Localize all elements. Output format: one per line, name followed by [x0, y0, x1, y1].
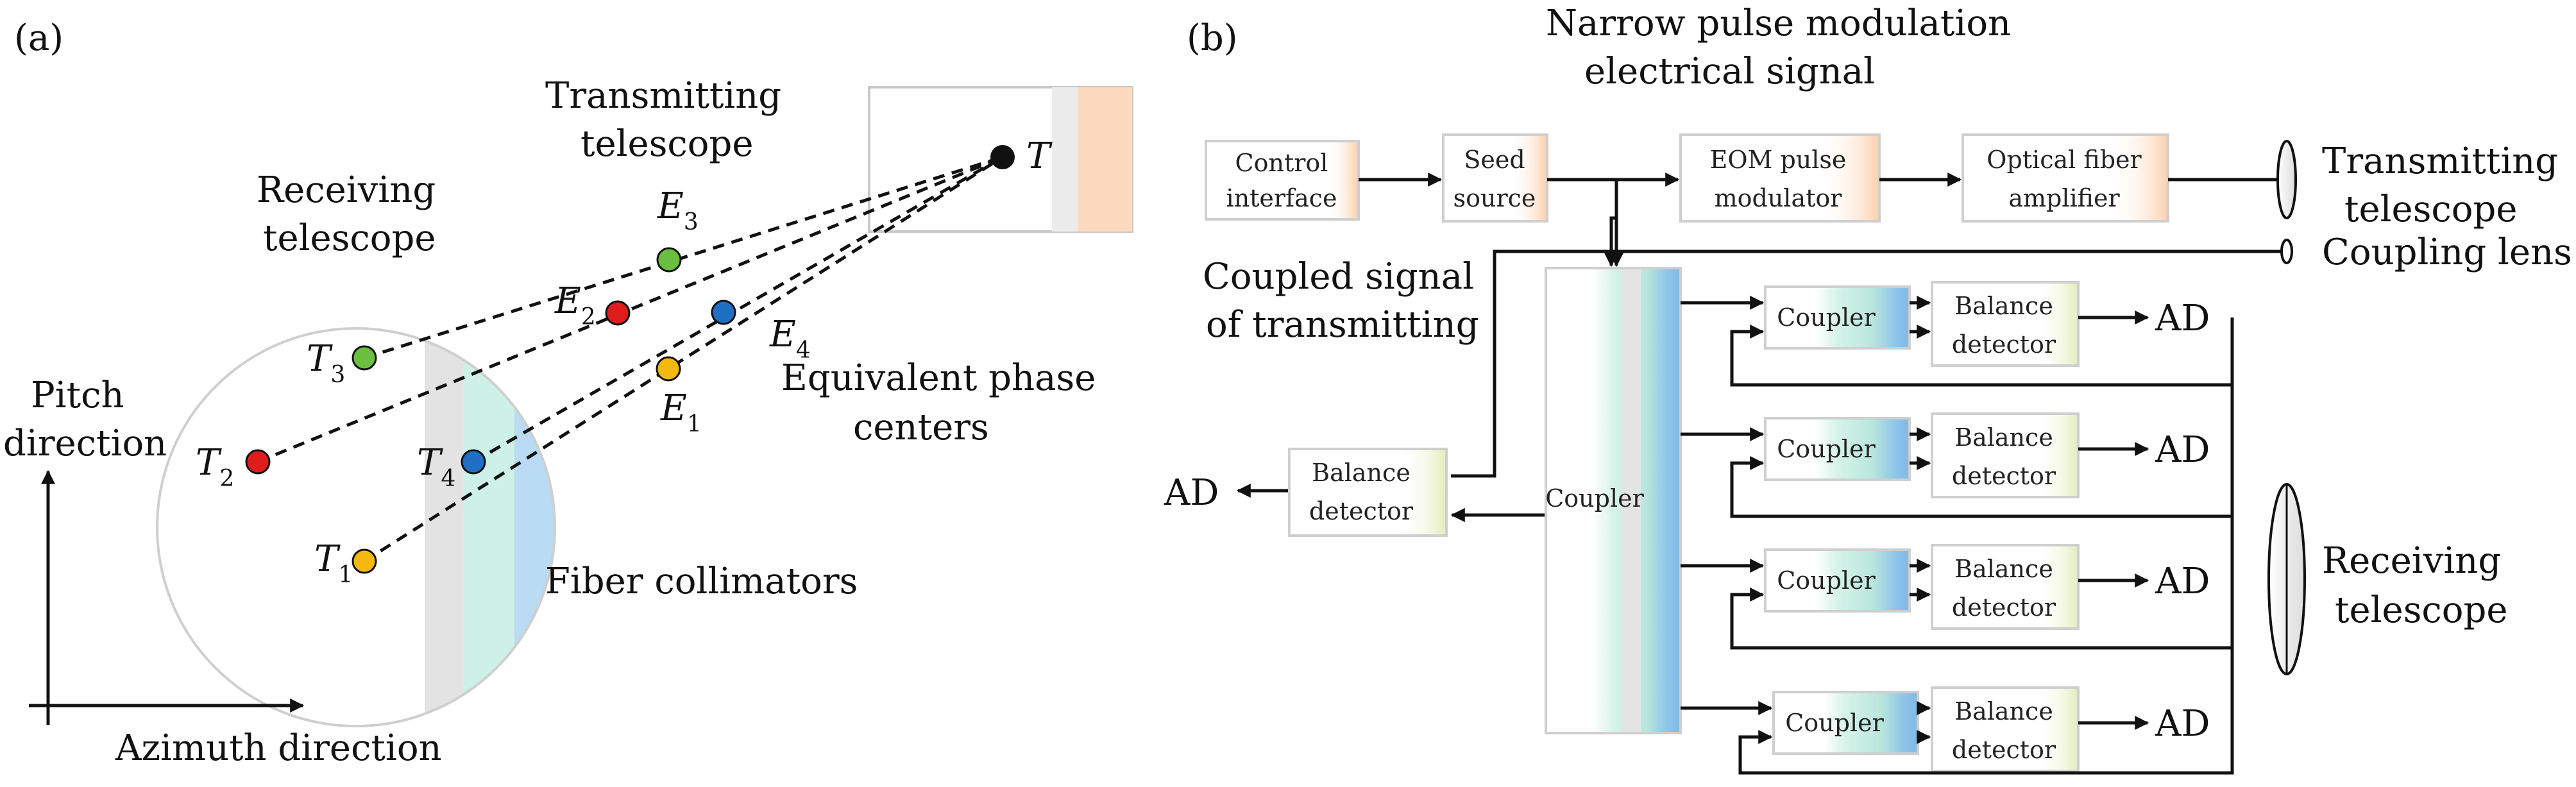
- channel-balance-label-1-2: Balance: [1954, 423, 2053, 452]
- phase-point-e1: [656, 356, 681, 382]
- fiber-amplifier-box: Optical fiber amplifier: [1962, 133, 2169, 223]
- equivalent-label-1: Equivalent phase: [781, 357, 1096, 399]
- phase-point-label-e1: E1: [660, 387, 702, 437]
- channel-ad-label-4: AD: [2155, 703, 2210, 745]
- channel-balance-label-2-2: detector: [1952, 462, 2056, 490]
- channel-balance-detector-2: Balance detector: [1931, 412, 2080, 498]
- control-label-1: Control: [1235, 149, 1328, 177]
- control-interface-box: Control interface: [1205, 140, 1360, 221]
- channel-coupler-3: Coupler: [1764, 548, 1911, 613]
- receive-title-1: Receiving: [257, 169, 436, 211]
- channel-coupler-label-1: Coupler: [1777, 303, 1876, 332]
- coupling-lens-icon: [2280, 239, 2293, 264]
- eom-modulator-box: EOM pulse modulator: [1679, 133, 1881, 223]
- point-T-label: T: [1026, 135, 1053, 177]
- receiver-channel-2: Coupler Balance detector AD: [1681, 412, 2234, 518]
- seed-source-box: Seed source: [1442, 133, 1548, 223]
- receiver-channel-3: Coupler Balance detector AD: [1681, 544, 2234, 650]
- transmit-title-2: telescope: [580, 123, 754, 165]
- channel-coupler-1: Coupler: [1764, 285, 1911, 350]
- main-coupler-label: Coupler: [1545, 484, 1644, 512]
- azimuth-label: Azimuth direction: [115, 727, 442, 769]
- left-balance-label-1: Balance: [1312, 459, 1411, 487]
- phase-point-t4: [461, 449, 486, 475]
- channel-balance-label-1-3: Balance: [1954, 555, 2053, 583]
- amp-label-2: amplifier: [2008, 184, 2120, 212]
- channel-balance-label-2-3: detector: [1952, 593, 2056, 622]
- coupled-label-1: Coupled signal: [1203, 256, 1474, 298]
- channel-coupler-4: Coupler: [1772, 691, 1919, 755]
- channel-balance-label-2-4: detector: [1952, 736, 2056, 764]
- fiber-collimators-label: Fiber collimators: [545, 561, 858, 602]
- receiver-channel-4: Coupler Balance detector AD: [1681, 686, 2234, 775]
- left-balance-detector: Balance detector: [1288, 448, 1448, 537]
- narrow-pulse-label-1: Narrow pulse modulation: [1546, 3, 2011, 44]
- phase-point-e3: [656, 247, 682, 273]
- amp-label-1: Optical fiber: [1987, 146, 2142, 174]
- phase-point-t3: [352, 345, 377, 371]
- main-coupler-box: Coupler: [1545, 267, 1682, 734]
- channel-coupler-label-4: Coupler: [1785, 709, 1884, 737]
- channel-coupler-label-2: Coupler: [1777, 435, 1876, 463]
- eom-label-1: EOM pulse: [1710, 146, 1847, 174]
- channel-balance-detector-4: Balance detector: [1931, 686, 2080, 772]
- rx-telescope-label-1: Receiving: [2322, 540, 2501, 582]
- left-ad-label: AD: [1164, 472, 1219, 514]
- transmit-lens-icon: [2276, 140, 2297, 219]
- channel-ad-label-2: AD: [2155, 429, 2210, 471]
- pitch-label-1: Pitch: [31, 375, 124, 416]
- phase-point-label-e3: E3: [657, 185, 699, 235]
- tx-telescope-label-1: Transmitting: [2322, 140, 2558, 182]
- receiver-channel-1: Coupler Balance detector AD: [1681, 281, 2234, 387]
- channel-balance-detector-3: Balance detector: [1931, 544, 2080, 630]
- panel-b: (b) Narrow pulse modulation electrical s…: [1164, 3, 2572, 775]
- receive-title-2: telescope: [263, 217, 436, 259]
- seed-label-1: Seed: [1464, 146, 1525, 174]
- phase-point-label-e4: E4: [769, 314, 811, 364]
- channel-balance-label-2-1: detector: [1952, 330, 2056, 359]
- seed-label-2: source: [1453, 184, 1536, 212]
- receive-telescope-disc: [156, 327, 556, 727]
- channel-balance-label-1-1: Balance: [1954, 292, 2053, 320]
- eom-label-2: modulator: [1715, 184, 1843, 212]
- channel-coupler-2: Coupler: [1764, 417, 1911, 481]
- equivalent-label-2: centers: [853, 407, 989, 448]
- phase-point-e4: [711, 300, 736, 325]
- coupled-label-2: of transmitting: [1206, 304, 1479, 346]
- coupled-signal-line: [1451, 250, 2281, 478]
- channel-balance-label-1-4: Balance: [1954, 697, 2053, 725]
- narrow-pulse-label-2: electrical signal: [1584, 51, 1875, 92]
- pitch-label-2: direction: [3, 423, 167, 464]
- phase-point-e2: [605, 300, 631, 326]
- top-row-arrows: [1359, 173, 2280, 267]
- rx-telescope-label-2: telescope: [2335, 589, 2508, 631]
- tx-telescope-label-2: telescope: [2344, 189, 2518, 230]
- left-balance-label-2: detector: [1309, 497, 1414, 525]
- panel-a-label: (a): [14, 17, 64, 59]
- phase-point-t2: [245, 449, 271, 475]
- coupling-lens-label: Coupling lens: [2322, 232, 2572, 273]
- panel-b-label: (b): [1187, 17, 1238, 59]
- channel-ad-label-1: AD: [2155, 298, 2210, 339]
- transmit-title-1: Transmitting: [545, 75, 781, 117]
- point-T: [990, 145, 1015, 169]
- channel-ad-label-3: AD: [2155, 561, 2210, 602]
- channel-balance-detector-1: Balance detector: [1931, 281, 2080, 367]
- control-label-2: interface: [1226, 184, 1337, 212]
- dashed-beams: [257, 155, 1004, 563]
- panel-a: (a) Transmitting telescope Receiving tel…: [3, 17, 1133, 769]
- phase-point-t1: [352, 548, 377, 574]
- receive-lens-icon: [2267, 483, 2306, 675]
- channel-coupler-label-3: Coupler: [1777, 566, 1876, 595]
